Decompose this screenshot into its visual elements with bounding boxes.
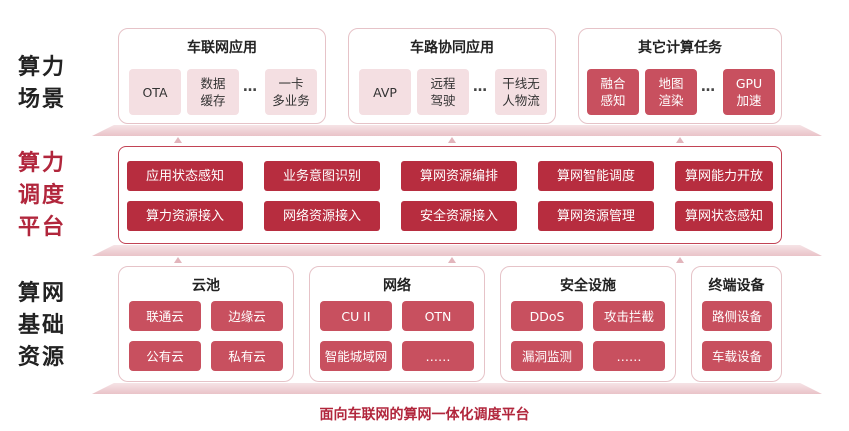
section-title-platform: 算力 调度 平台 [18, 151, 67, 240]
resource-item: …… [593, 341, 665, 371]
platform-module: 算网智能调度 [538, 161, 654, 191]
resource-item: …… [402, 341, 474, 371]
platform-module: 应用状态感知 [127, 161, 243, 191]
scenario-card-connected-vehicle: 车联网应用 OTA 数据 缓存 … 一卡 多业务 [118, 28, 326, 124]
resource-item: 路侧设备 [702, 301, 772, 331]
resource-item: 攻击拦截 [593, 301, 665, 331]
layer-band-scenario [92, 122, 822, 136]
platform-module: 业务意图识别 [264, 161, 380, 191]
platform-module: 算网资源管理 [538, 201, 654, 231]
card-title: 网络 [383, 278, 411, 294]
scenario-item: 数据 缓存 [187, 69, 239, 115]
resource-item: CU II [320, 301, 392, 331]
resource-item: 私有云 [211, 341, 283, 371]
platform-module: 算网能力开放 [675, 161, 773, 191]
arrow-up-icon [448, 137, 456, 143]
scenario-item: OTA [129, 69, 181, 115]
section-title-scenario: 算力 场景 [18, 55, 67, 112]
card-title: 车路协同应用 [410, 40, 494, 56]
diagram-caption: 面向车联网的算网一体化调度平台 [319, 407, 530, 423]
scenario-item: 融合 感知 [587, 69, 639, 115]
arrow-up-icon [174, 257, 182, 263]
resource-card-terminal: 终端设备 路侧设备 车载设备 [691, 266, 782, 382]
card-title: 云池 [192, 278, 220, 294]
scenario-item: 远程 驾驶 [417, 69, 469, 115]
resource-item: 公有云 [129, 341, 201, 371]
scenario-item: AVP [359, 69, 411, 115]
card-title: 安全设施 [560, 278, 616, 294]
scenario-item: GPU 加速 [723, 69, 775, 115]
ellipsis: … [473, 79, 488, 95]
card-title: 终端设备 [708, 278, 765, 294]
ellipsis: … [243, 79, 258, 95]
platform-module: 安全资源接入 [401, 201, 517, 231]
card-title: 车联网应用 [187, 40, 257, 56]
resource-item: 边缘云 [211, 301, 283, 331]
scenario-item: 一卡 多业务 [265, 69, 317, 115]
arrow-up-icon [676, 257, 684, 263]
scenario-item: 地图 渲染 [645, 69, 697, 115]
resource-card-network: 网络 CU II OTN 智能城域网 …… [309, 266, 485, 382]
resource-item: OTN [402, 301, 474, 331]
layer-band-resources [92, 380, 822, 394]
arrow-up-icon [174, 137, 182, 143]
resource-card-cloud-pool: 云池 联通云 边缘云 公有云 私有云 [118, 266, 294, 382]
arrow-up-icon [676, 137, 684, 143]
resource-item: 漏洞监测 [511, 341, 583, 371]
platform-module: 网络资源接入 [264, 201, 380, 231]
section-title-resources: 算网 基础 资源 [18, 281, 67, 370]
layer-band-platform [92, 242, 822, 256]
scenario-item: 干线无 人物流 [495, 69, 547, 115]
platform-module: 算网资源编排 [401, 161, 517, 191]
scenario-card-other-compute: 其它计算任务 融合 感知 地图 渲染 … GPU 加速 [578, 28, 782, 124]
resource-item: 联通云 [129, 301, 201, 331]
platform-module: 算力资源接入 [127, 201, 243, 231]
card-title: 其它计算任务 [638, 40, 722, 56]
platform-module: 算网状态感知 [675, 201, 773, 231]
ellipsis: … [701, 79, 716, 95]
scheduling-platform: 应用状态感知 业务意图识别 算网资源编排 算网智能调度 算网能力开放 算力资源接… [118, 146, 782, 244]
arrow-up-icon [448, 257, 456, 263]
resource-item: 车载设备 [702, 341, 772, 371]
scenario-card-vehicle-road: 车路协同应用 AVP 远程 驾驶 … 干线无 人物流 [348, 28, 556, 124]
resource-card-security: 安全设施 DDoS 攻击拦截 漏洞监测 …… [500, 266, 676, 382]
resource-item: 智能城域网 [320, 341, 392, 371]
resource-item: DDoS [511, 301, 583, 331]
